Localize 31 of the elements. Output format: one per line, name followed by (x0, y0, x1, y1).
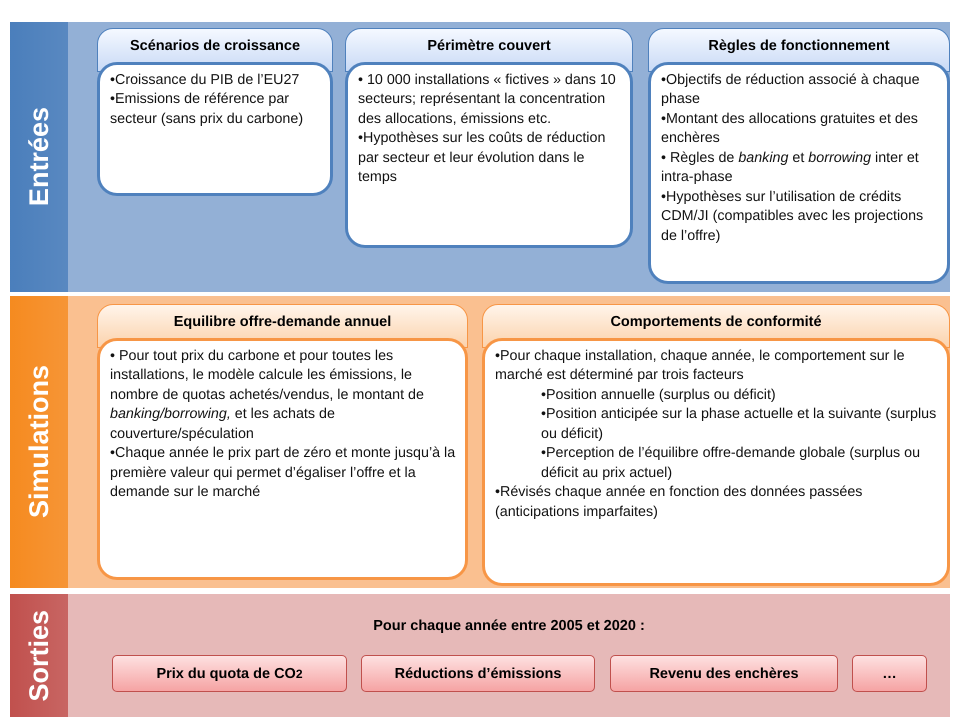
bullet-text: •Pour chaque installation, chaque année, le comportement sur le marché est déterminé par trois facteurs (495, 347, 906, 386)
card-title: Périmètre couvert (427, 38, 551, 54)
bullet-text: •Hypothèses sur l’utilisation de crédits CDM/JI (compatibles avec les projections de l’offre) (661, 188, 924, 246)
section-band (10, 22, 950, 292)
section-band (10, 296, 950, 588)
output-box: … (852, 655, 927, 692)
bullet-text: •Perception de l’équilibre offre-demande globale (surplus ou déficit au prix actuel) (540, 444, 922, 483)
output-box: Revenu des enchères (610, 655, 838, 692)
section-title: Entrées (24, 107, 54, 207)
bullet-text: •Emissions de référence par secteur (sans prix du carbone) (110, 90, 304, 129)
card-title: Scénarios de croissance (130, 38, 300, 54)
bullet-text: •Position annuelle (surplus ou déficit) (540, 386, 777, 405)
card-title: Règles de fonctionnement (708, 38, 890, 54)
bullet-text: •Révisés chaque année en fonction des données passées (anticipations imparfaites) (495, 483, 864, 522)
card-title: Equilibre offre-demande annuel (174, 314, 392, 330)
card-title: Comportements de conformité (610, 314, 822, 330)
section-title: Sorties (24, 610, 54, 702)
bullet-text: • Pour tout prix du carbone et pour toutes les installations, le modèle calcule les émissions, le nombre de quotas achetés/vendus, le montant de banking/borrowing, et les achats de couverture/spéculation (110, 347, 425, 444)
section-band (10, 594, 950, 717)
bullet-text: •Croissance du PIB de l’EU27 (110, 71, 300, 90)
content-card (97, 28, 333, 196)
bullet-text: • Règles de banking et borrowing inter et intra-phase (661, 148, 920, 188)
bullet-text: •Hypothèses sur les coûts de réduction par secteur et leur évolution dans le temps (358, 129, 606, 188)
bullet-text: •Chaque année le prix part de zéro et monte jusqu’à la première valeur qui permet d’égaliser l’offre et la demande sur le marché (110, 444, 456, 502)
section-title: Simulations (24, 365, 54, 519)
bullet-text: • 10 000 installations « fictives » dans 10 secteurs; représentant la concentration des allocations, émissions etc. (358, 71, 617, 129)
bullet-text: •Objectifs de réduction associé à chaque phase (661, 71, 921, 110)
bullet-text: •Position anticipée sur la phase actuelle et la suivante (surplus ou déficit) (540, 405, 938, 444)
section-subtitle: Pour chaque année entre 2005 et 2020 : (372, 618, 646, 634)
content-card (345, 28, 633, 248)
output-box: Réductions d’émissions (361, 655, 595, 692)
